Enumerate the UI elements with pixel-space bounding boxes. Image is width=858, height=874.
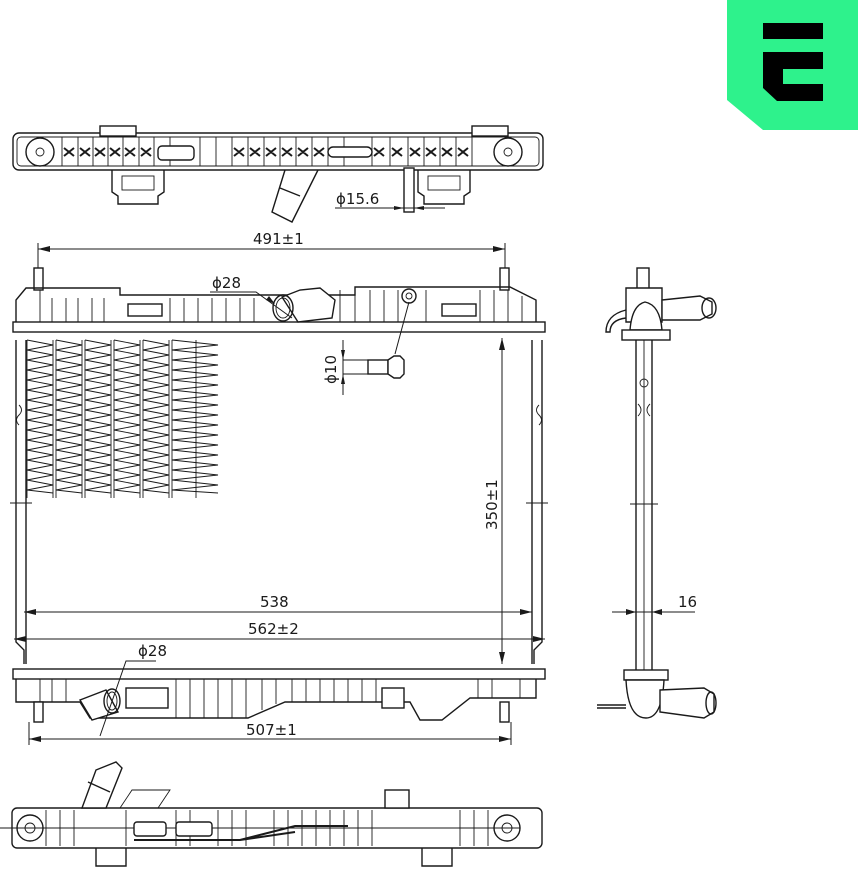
core-fins — [26, 339, 219, 498]
logo-e-icon — [727, 0, 858, 130]
dim-lower-mount-spacing: 507±1 — [246, 721, 297, 739]
dim-lower-hose-diameter: ϕ28 — [138, 642, 167, 660]
dim-core-thickness: 16 — [678, 593, 697, 611]
side-view: 16 — [597, 267, 717, 719]
dim-core-height: 350±1 — [483, 479, 501, 530]
dim-core-width: 538 — [260, 593, 289, 611]
dim-overall-width: 562±2 — [248, 620, 299, 638]
dim-top-outlet-diameter: ϕ15.6 — [336, 190, 379, 208]
top-view: ϕ15.6 — [12, 125, 544, 223]
dim-drain-plug-diameter: ϕ10 — [322, 355, 340, 384]
dim-upper-mount-spacing: 491±1 — [253, 230, 304, 248]
brand-logo — [727, 0, 858, 130]
bottom-view — [0, 761, 543, 867]
dim-upper-hose-diameter: ϕ28 — [212, 274, 241, 292]
front-view: 491±1 ϕ28 — [10, 230, 548, 745]
